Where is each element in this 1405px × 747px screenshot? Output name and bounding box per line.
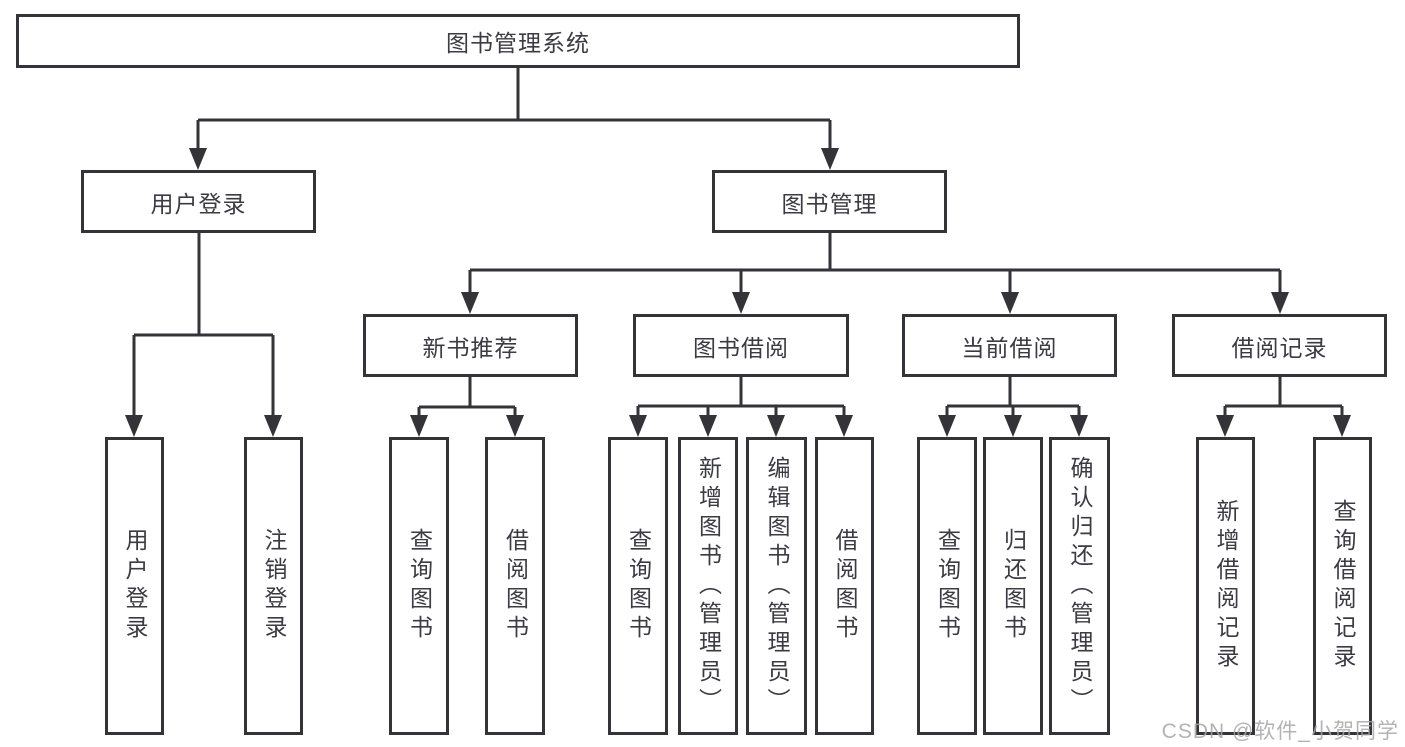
leaf-query-books: 查询图书 xyxy=(608,437,668,735)
node-label: 确认归还（管理员） xyxy=(1067,455,1093,717)
node-label: 新增借阅记录 xyxy=(1213,499,1239,673)
arrow-down-icon xyxy=(506,415,524,437)
arrow-down-icon xyxy=(821,148,839,170)
leaf-borrow-books: 借阅图书 xyxy=(485,437,545,735)
arrow-down-icon xyxy=(938,415,956,437)
arrow-down-icon xyxy=(264,415,282,437)
node-label: 查询图书 xyxy=(406,528,433,644)
node-borrow-records: 借阅记录 xyxy=(1172,314,1387,377)
node-label: 查询图书 xyxy=(625,528,652,644)
leaf-confirm-return-admin: 确认归还（管理员） xyxy=(1049,437,1110,735)
arrow-down-icon xyxy=(1271,292,1289,314)
arrow-down-icon xyxy=(1216,415,1234,437)
node-label: 图书管理 xyxy=(781,190,878,217)
arrow-down-icon xyxy=(1333,415,1351,437)
leaf-logout: 注销登录 xyxy=(244,437,303,735)
book-borrowing-connector xyxy=(629,377,853,437)
node-new-book-recommend: 新书推荐 xyxy=(363,314,578,377)
csdn-watermark: CSDN @软件_小贺同学 xyxy=(1161,720,1399,743)
leaf-add-borrow-record: 新增借阅记录 xyxy=(1196,437,1255,735)
node-label: 新书推荐 xyxy=(422,334,519,361)
node-label: 用户登录 xyxy=(150,190,247,217)
leaf-user-login: 用户登录 xyxy=(105,437,164,735)
current-borrowing-connector xyxy=(938,377,1088,437)
node-system-root: 图书管理系统 xyxy=(16,14,1020,68)
arrow-down-icon xyxy=(1004,415,1022,437)
node-label: 新增图书（管理员） xyxy=(695,455,722,717)
new-book-recommend-connector xyxy=(410,377,524,437)
arrow-down-icon xyxy=(699,415,717,437)
arrow-down-icon xyxy=(461,292,479,314)
arrow-down-icon xyxy=(1001,292,1019,314)
root-connector xyxy=(189,68,839,170)
arrow-down-icon xyxy=(767,415,785,437)
arrow-down-icon xyxy=(835,415,853,437)
leaf-query-books: 查询图书 xyxy=(389,437,449,735)
node-label: 借阅图书 xyxy=(502,528,529,644)
arrow-down-icon xyxy=(125,415,143,437)
node-label: 借阅记录 xyxy=(1231,334,1328,361)
node-book-borrowing: 图书借阅 xyxy=(633,314,849,377)
node-current-borrowing: 当前借阅 xyxy=(902,314,1117,377)
leaf-borrow-books: 借阅图书 xyxy=(815,437,874,735)
node-label: 查询借阅记录 xyxy=(1330,499,1356,673)
node-label: 用户登录 xyxy=(122,528,148,644)
node-label: 借阅图书 xyxy=(832,528,858,644)
book-management-connector xyxy=(461,233,1289,314)
borrow-records-connector xyxy=(1216,377,1351,437)
arrow-down-icon xyxy=(189,148,207,170)
leaf-edit-books-admin: 编辑图书（管理员） xyxy=(746,437,807,735)
leaf-query-books: 查询图书 xyxy=(917,437,977,735)
arrow-down-icon xyxy=(732,292,750,314)
leaf-query-borrow-record: 查询借阅记录 xyxy=(1313,437,1372,735)
leaf-return-books: 归还图书 xyxy=(983,437,1043,735)
leaf-add-books-admin: 新增图书（管理员） xyxy=(678,437,738,735)
arrow-down-icon xyxy=(410,415,428,437)
node-book-management: 图书管理 xyxy=(712,170,947,233)
node-label: 当前借阅 xyxy=(961,334,1058,361)
node-label: 归还图书 xyxy=(1000,528,1027,644)
node-label: 图书借阅 xyxy=(693,334,789,361)
arrow-down-icon xyxy=(1070,415,1088,437)
node-label: 图书管理系统 xyxy=(446,30,590,56)
node-label: 编辑图书（管理员） xyxy=(764,455,790,717)
node-label: 注销登录 xyxy=(261,528,287,644)
node-user-login: 用户登录 xyxy=(81,170,316,233)
user-login-connector xyxy=(125,233,282,437)
node-label: 查询图书 xyxy=(934,528,961,644)
arrow-down-icon xyxy=(629,415,647,437)
